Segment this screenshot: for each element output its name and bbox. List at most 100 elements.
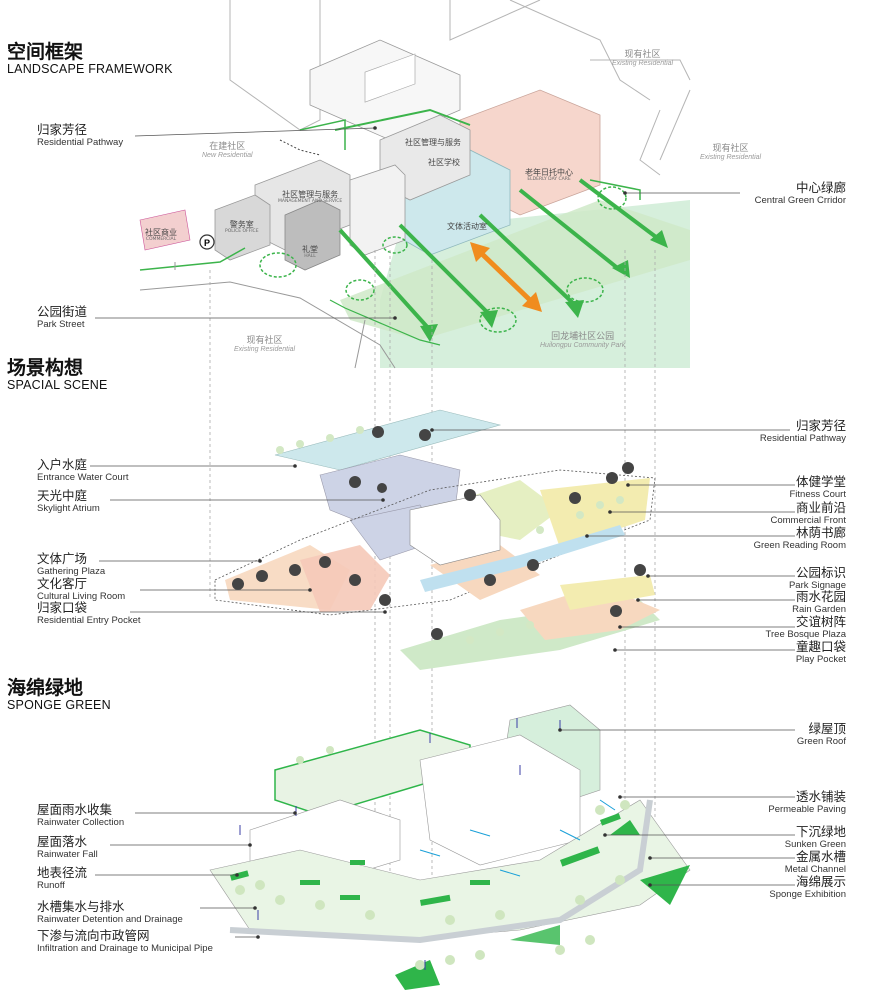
label-en: Green Roof — [796, 736, 846, 747]
label-cn: 文体广场 — [37, 551, 88, 566]
map-label-cn: 在建社区 — [209, 142, 246, 152]
sponge-label-right: 海绵展示 Sponge Exhibition — [769, 874, 846, 901]
section-title-en: SPACIAL SCENE — [7, 378, 108, 392]
label-central-green-corridor: 中心绿廊 Central Green Crridor — [755, 181, 846, 207]
map-label-new-residential: 在建社区 New Residential — [202, 142, 253, 160]
label-cn: 下沉绿地 — [795, 824, 846, 839]
label-residential-pathway: 归家芳径 Residential Pathway — [37, 122, 124, 149]
building-label-cn: 文体活动室 — [447, 222, 487, 231]
building-label-en: POLICE OFFICE — [225, 229, 259, 234]
section-title-scene: 场景构想 SPACIAL SCENE — [7, 358, 108, 392]
label-cn: 雨水花园 — [795, 589, 846, 604]
scene-label-left: 天光中庭 Skylight Atrium — [37, 489, 100, 515]
map-label-community-park: 回龙埔社区公园 Huilongpu Community Park — [540, 332, 625, 350]
map-label-cn: 现有社区 — [624, 50, 661, 60]
label-cn: 公园标识 — [795, 565, 846, 580]
building-label-cn: 社区管理与服务 — [282, 190, 339, 199]
label-en: Park Signage — [788, 580, 846, 591]
building-label-police: 警务室 POLICE OFFICE — [225, 220, 259, 234]
label-en: Cultural Living Room — [37, 591, 126, 602]
label-cn: 入户水庭 — [37, 457, 88, 472]
label-cn: 金属水槽 — [795, 849, 846, 864]
map-label-cn: 现有社区 — [246, 336, 283, 346]
map-label-existing-bottom: 现有社区 Existing Residential — [234, 336, 295, 354]
scene-label-right: 商业前沿 Commercial Front — [770, 500, 847, 527]
label-en: Skylight Atrium — [37, 503, 100, 514]
sponge-label-left: 水槽集水与排水 Rainwater Detention and Drainage — [37, 900, 183, 926]
sponge-label-right: 金属水槽 Metal Channel — [785, 849, 846, 876]
scene-label-right: 林荫书廊 Green Reading Room — [753, 526, 846, 552]
scene-label-right: 交谊树阵 Tree Bosque Plaza — [765, 614, 846, 641]
section-title-landscape: 空间框架 LANDSCAPE FRAMEWORK — [7, 42, 173, 76]
building-label-cn: 社区学校 — [428, 158, 460, 167]
map-label-cn: 回龙埔社区公园 — [551, 332, 615, 342]
building-label-en: HALL — [304, 254, 316, 259]
section-title-cn: 空间框架 — [7, 41, 84, 63]
sponge-label-right: 下沉绿地 Sunken Green — [784, 824, 846, 851]
label-cn: 地表径流 — [37, 865, 88, 880]
building-label-en: MANAGEMENT AND SERVICE — [278, 199, 343, 204]
label-cn: 交谊树阵 — [795, 614, 846, 629]
map-label-existing-right: 现有社区 Existing Residential — [700, 144, 761, 162]
label-en: Infiltration and Drainage to Municipal P… — [37, 943, 213, 954]
landscape-framework-diagram: P — [139, 0, 691, 369]
scene-pathway-strip — [274, 409, 502, 471]
label-en: Rainwater Fall — [37, 849, 98, 860]
label-en: Green Reading Room — [753, 540, 846, 551]
building-label-commercial: 社区商业 COMMERCIAL — [145, 228, 177, 242]
building-label-en: ELDERLY DAY CARE — [527, 177, 571, 182]
building-label-elderly: 老年日托中心 ELDERLY DAY CARE — [525, 168, 573, 182]
map-label-cn: 现有社区 — [712, 144, 749, 154]
building-label-management-1: 社区管理与服务 MANAGEMENT AND SERVICE — [278, 190, 342, 204]
label-park-street: 公园街道 Park Street — [37, 305, 87, 331]
label-cn: 屋面雨水收集 — [37, 802, 113, 817]
building-label-cn: 礼堂 — [302, 245, 318, 254]
label-en: Gathering Plaza — [37, 566, 106, 577]
label-cn: 下渗与流向市政管网 — [37, 928, 150, 943]
label-cn: 商业前沿 — [795, 500, 846, 515]
label-en: Sunken Green — [784, 839, 846, 850]
label-en: Residential Pathway — [37, 137, 124, 148]
sponge-green-diagram — [209, 704, 691, 990]
map-label-en: Huilongpu Community Park — [540, 342, 626, 349]
scene-label-right: 童趣口袋 Play Pocket — [795, 639, 846, 666]
label-cn: 归家芳径 — [37, 122, 88, 137]
label-cn: 屋面落水 — [37, 834, 88, 849]
svg-text:P: P — [204, 238, 210, 248]
label-cn: 归家口袋 — [37, 600, 88, 615]
label-en: Runoff — [37, 880, 65, 891]
building-label-cn: 社区管理与服务 — [405, 138, 461, 147]
sponge-label-right: 绿屋顶 Green Roof — [796, 722, 846, 748]
label-cn: 体健学堂 — [795, 474, 846, 489]
building-label-cn: 警务室 — [229, 220, 254, 229]
scene-label-right: 体健学堂 Fitness Court — [790, 474, 847, 501]
building-label-cn: 社区商业 — [145, 228, 177, 237]
commercial-block — [139, 209, 191, 251]
sponge-label-left: 屋面雨水收集 Rainwater Collection — [37, 802, 125, 829]
spacial-scene-diagram — [214, 409, 660, 670]
label-en: Sponge Exhibition — [769, 889, 846, 900]
label-cn: 透水铺装 — [795, 789, 846, 804]
map-label-en: Existing Residential — [234, 346, 296, 353]
label-en: Residential Entry Pocket — [37, 615, 141, 626]
scene-label-left: 归家口袋 Residential Entry Pocket — [37, 600, 141, 627]
label-en: Rainwater Collection — [37, 817, 125, 828]
map-label-en: Existing Residential — [612, 60, 674, 67]
building-label-culture: 文体活动室 — [447, 222, 487, 231]
label-cn: 海绵展示 — [795, 874, 846, 889]
label-en: Tree Bosque Plaza — [765, 629, 846, 640]
scene-label-right: 公园标识 Park Signage — [788, 565, 846, 592]
building-label-en: COMMERCIAL — [145, 237, 177, 242]
label-en: Park Street — [37, 319, 85, 330]
label-en: Residential Pathway — [759, 433, 846, 444]
map-label-existing-top: 现有社区 Existing Residential — [612, 50, 673, 68]
label-en: Entrance Water Court — [37, 472, 129, 483]
scene-label-right: 雨水花园 Rain Garden — [792, 589, 846, 616]
sponge-label-left: 屋面落水 Rainwater Fall — [37, 834, 98, 861]
scene-label-right: 归家芳径 Residential Pathway — [759, 419, 846, 445]
label-en: Commercial Front — [770, 515, 847, 526]
sponge-label-left: 下渗与流向市政管网 Infiltration and Drainage to M… — [37, 928, 213, 955]
sponge-label-left: 地表径流 Runoff — [37, 865, 88, 892]
label-cn: 童趣口袋 — [795, 639, 846, 654]
